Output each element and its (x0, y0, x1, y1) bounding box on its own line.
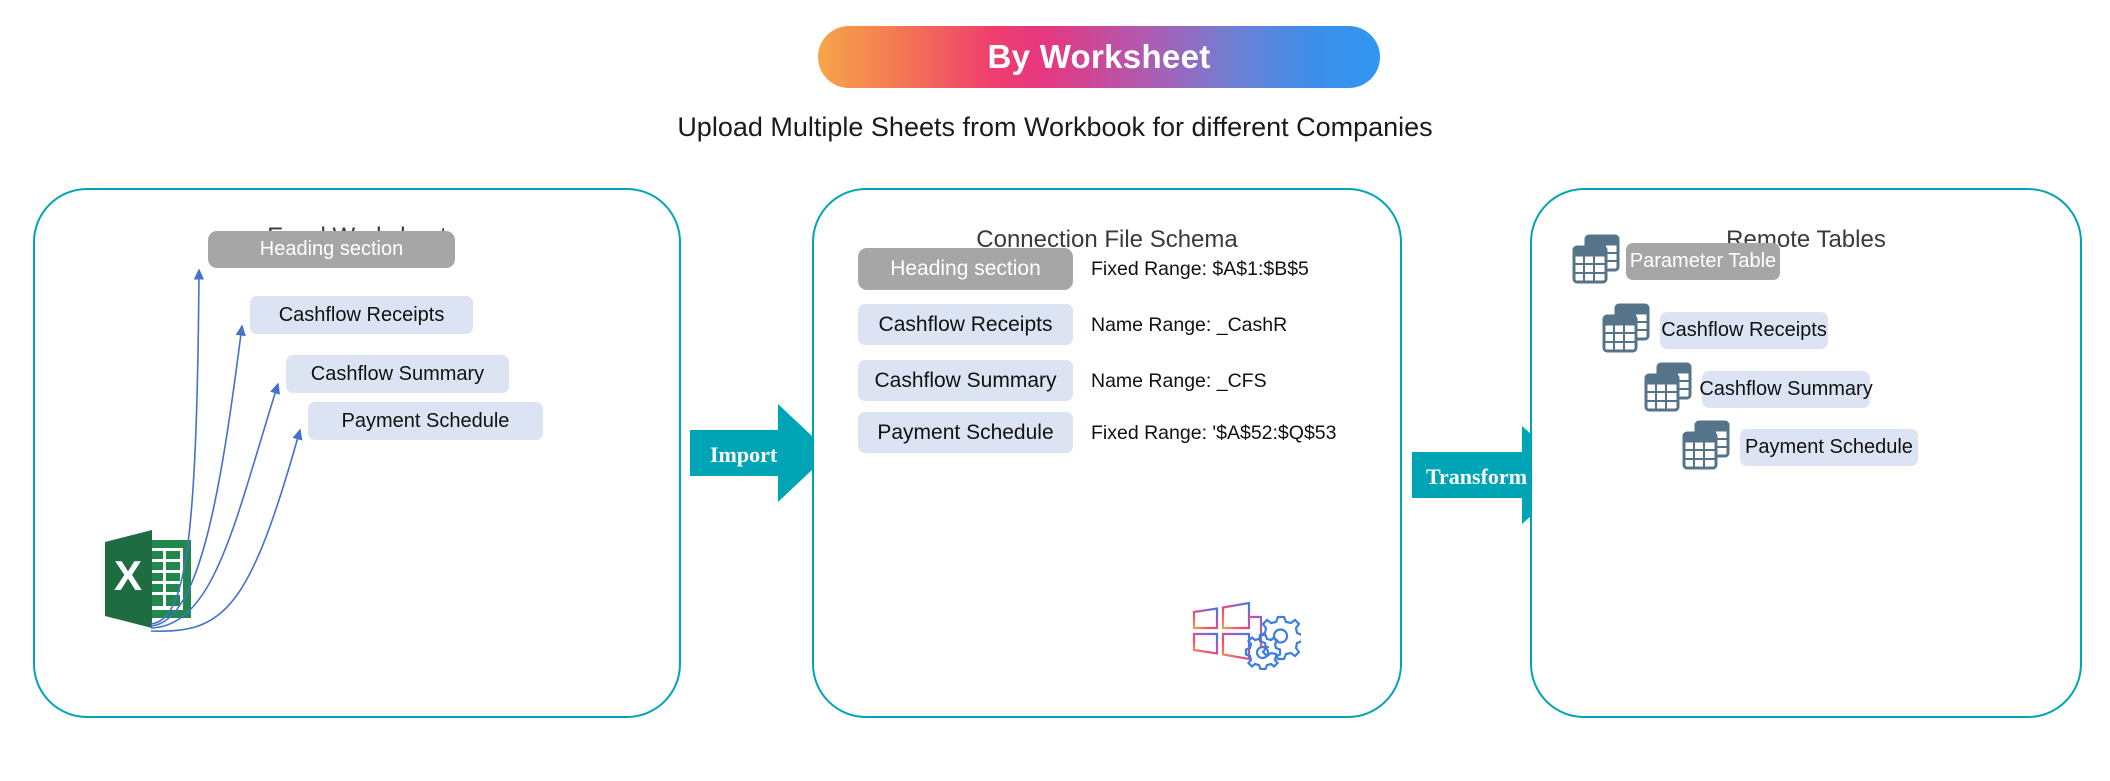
worksheet-item-cashflow-summary[interactable]: Cashflow Summary (286, 355, 509, 393)
remote-table-row[interactable]: Payment Schedule (1682, 420, 1918, 475)
chip-label: Cashflow Receipts (878, 312, 1053, 336)
panel-remote-tables: Remote Tables (1530, 188, 2082, 718)
remote-table-row[interactable]: Parameter Table (1572, 234, 1780, 289)
schema-item-cashflow-summary[interactable]: Cashflow Summary (858, 360, 1073, 401)
worksheet-item-cashflow-receipts[interactable]: Cashflow Receipts (250, 296, 473, 334)
chip-label: Payment Schedule (877, 420, 1054, 444)
remote-table-row[interactable]: Cashflow Receipts (1602, 303, 1828, 358)
connector-curves (150, 268, 303, 633)
right-arrow-icon (690, 404, 830, 502)
remote-table-chip-cashflow-summary[interactable]: Cashflow Summary (1699, 371, 1873, 408)
schema-range-cashflow-receipts: Name Range: _CashR (1091, 314, 1288, 336)
worksheet-item-payment-schedule[interactable]: Payment Schedule (308, 402, 543, 440)
worksheet-item-heading-section[interactable]: Heading section (208, 231, 455, 268)
schema-item-payment-schedule[interactable]: Payment Schedule (858, 412, 1073, 453)
windows-gears-icon (1191, 595, 1304, 675)
excel-file-icon: X (105, 530, 191, 633)
page-subtitle: Upload Multiple Sheets from Workbook for… (677, 112, 1433, 142)
chip-label: Cashflow Receipts (278, 303, 445, 326)
remote-table-row[interactable]: Cashflow Summary (1644, 362, 1873, 417)
chip-label: Cashflow Summary (310, 362, 485, 385)
panel-excel-worksheet: Excel Worksheet X (33, 188, 681, 718)
schema-item-heading-section[interactable]: Heading section (858, 248, 1073, 290)
schema-range-heading-section: Fixed Range: $A$1:$B$5 (1091, 258, 1309, 280)
flow-arrow-import[interactable]: Import (690, 398, 830, 508)
chip-label: Heading section (890, 257, 1041, 280)
svg-text:X: X (114, 552, 142, 599)
panel-connection-file-schema: Connection File Schema Heading section F… (812, 188, 1402, 718)
remote-table-chip-cashflow-receipts[interactable]: Cashflow Receipts (1660, 312, 1828, 349)
page-title: By Worksheet (987, 38, 1211, 75)
page-title-banner: By Worksheet (818, 26, 1380, 88)
table-stack-icon (1644, 362, 1692, 417)
chip-label: Payment Schedule (341, 409, 510, 432)
schema-item-cashflow-receipts[interactable]: Cashflow Receipts (858, 304, 1073, 345)
chip-label: Heading section (259, 238, 404, 260)
remote-table-chip-payment-schedule[interactable]: Payment Schedule (1740, 429, 1918, 466)
schema-range-payment-schedule: Fixed Range: '$A$52:$Q$53 (1091, 422, 1337, 444)
remote-table-chip-parameter-table[interactable]: Parameter Table (1626, 243, 1780, 280)
table-stack-icon (1572, 234, 1620, 289)
schema-range-cashflow-summary: Name Range: _CFS (1091, 370, 1267, 392)
table-stack-icon (1602, 303, 1650, 358)
chip-label: Cashflow Summary (874, 368, 1057, 392)
table-stack-icon (1682, 420, 1730, 475)
